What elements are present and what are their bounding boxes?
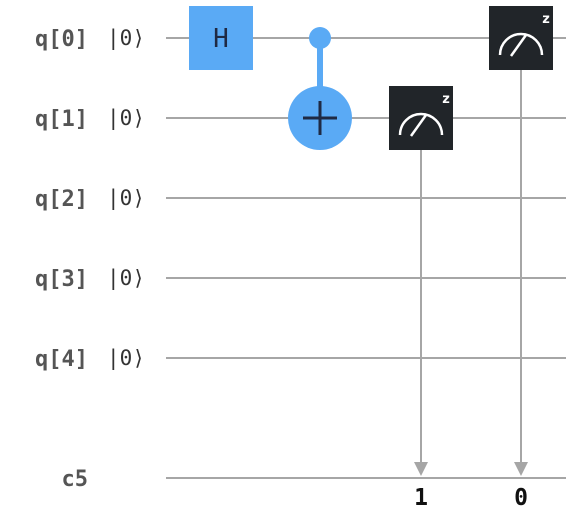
measurement-q0[interactable]: z 0	[489, 6, 553, 511]
meter-icon	[398, 112, 444, 137]
cnot-control-dot	[309, 27, 331, 49]
initial-state-0: |0⟩	[107, 26, 145, 51]
initial-state-2: |0⟩	[107, 186, 145, 211]
measurement-box-q1	[389, 86, 453, 150]
qubit-label-1: q[1]	[35, 107, 88, 132]
measurement-basis-q1: z	[442, 92, 450, 107]
measurement-basis-q0: z	[542, 12, 550, 27]
hadamard-gate-label: H	[213, 24, 229, 54]
qubit-label-3: q[3]	[35, 267, 88, 292]
qubit-label-2: q[2]	[35, 187, 88, 212]
cnot-gate[interactable]	[288, 27, 352, 150]
classical-register-label: c5	[62, 467, 89, 492]
qubit-label-4: q[4]	[35, 347, 88, 372]
initial-state-1: |0⟩	[107, 106, 145, 131]
initial-state-4: |0⟩	[107, 346, 145, 371]
hadamard-gate-box	[189, 6, 253, 70]
measurement-arrow-q1	[414, 462, 428, 476]
meter-icon	[498, 32, 544, 57]
initial-state-3: |0⟩	[107, 266, 145, 291]
hadamard-gate[interactable]: H	[189, 6, 253, 70]
measurement-q1[interactable]: z 1	[389, 86, 453, 511]
classical-bit-label-0: 0	[514, 485, 528, 511]
measurement-box-q0	[489, 6, 553, 70]
classical-bit-label-1: 1	[414, 485, 428, 511]
qubit-label-0: q[0]	[35, 27, 88, 52]
cnot-plus-icon	[303, 101, 337, 135]
measurement-arrow-q0	[514, 462, 528, 476]
